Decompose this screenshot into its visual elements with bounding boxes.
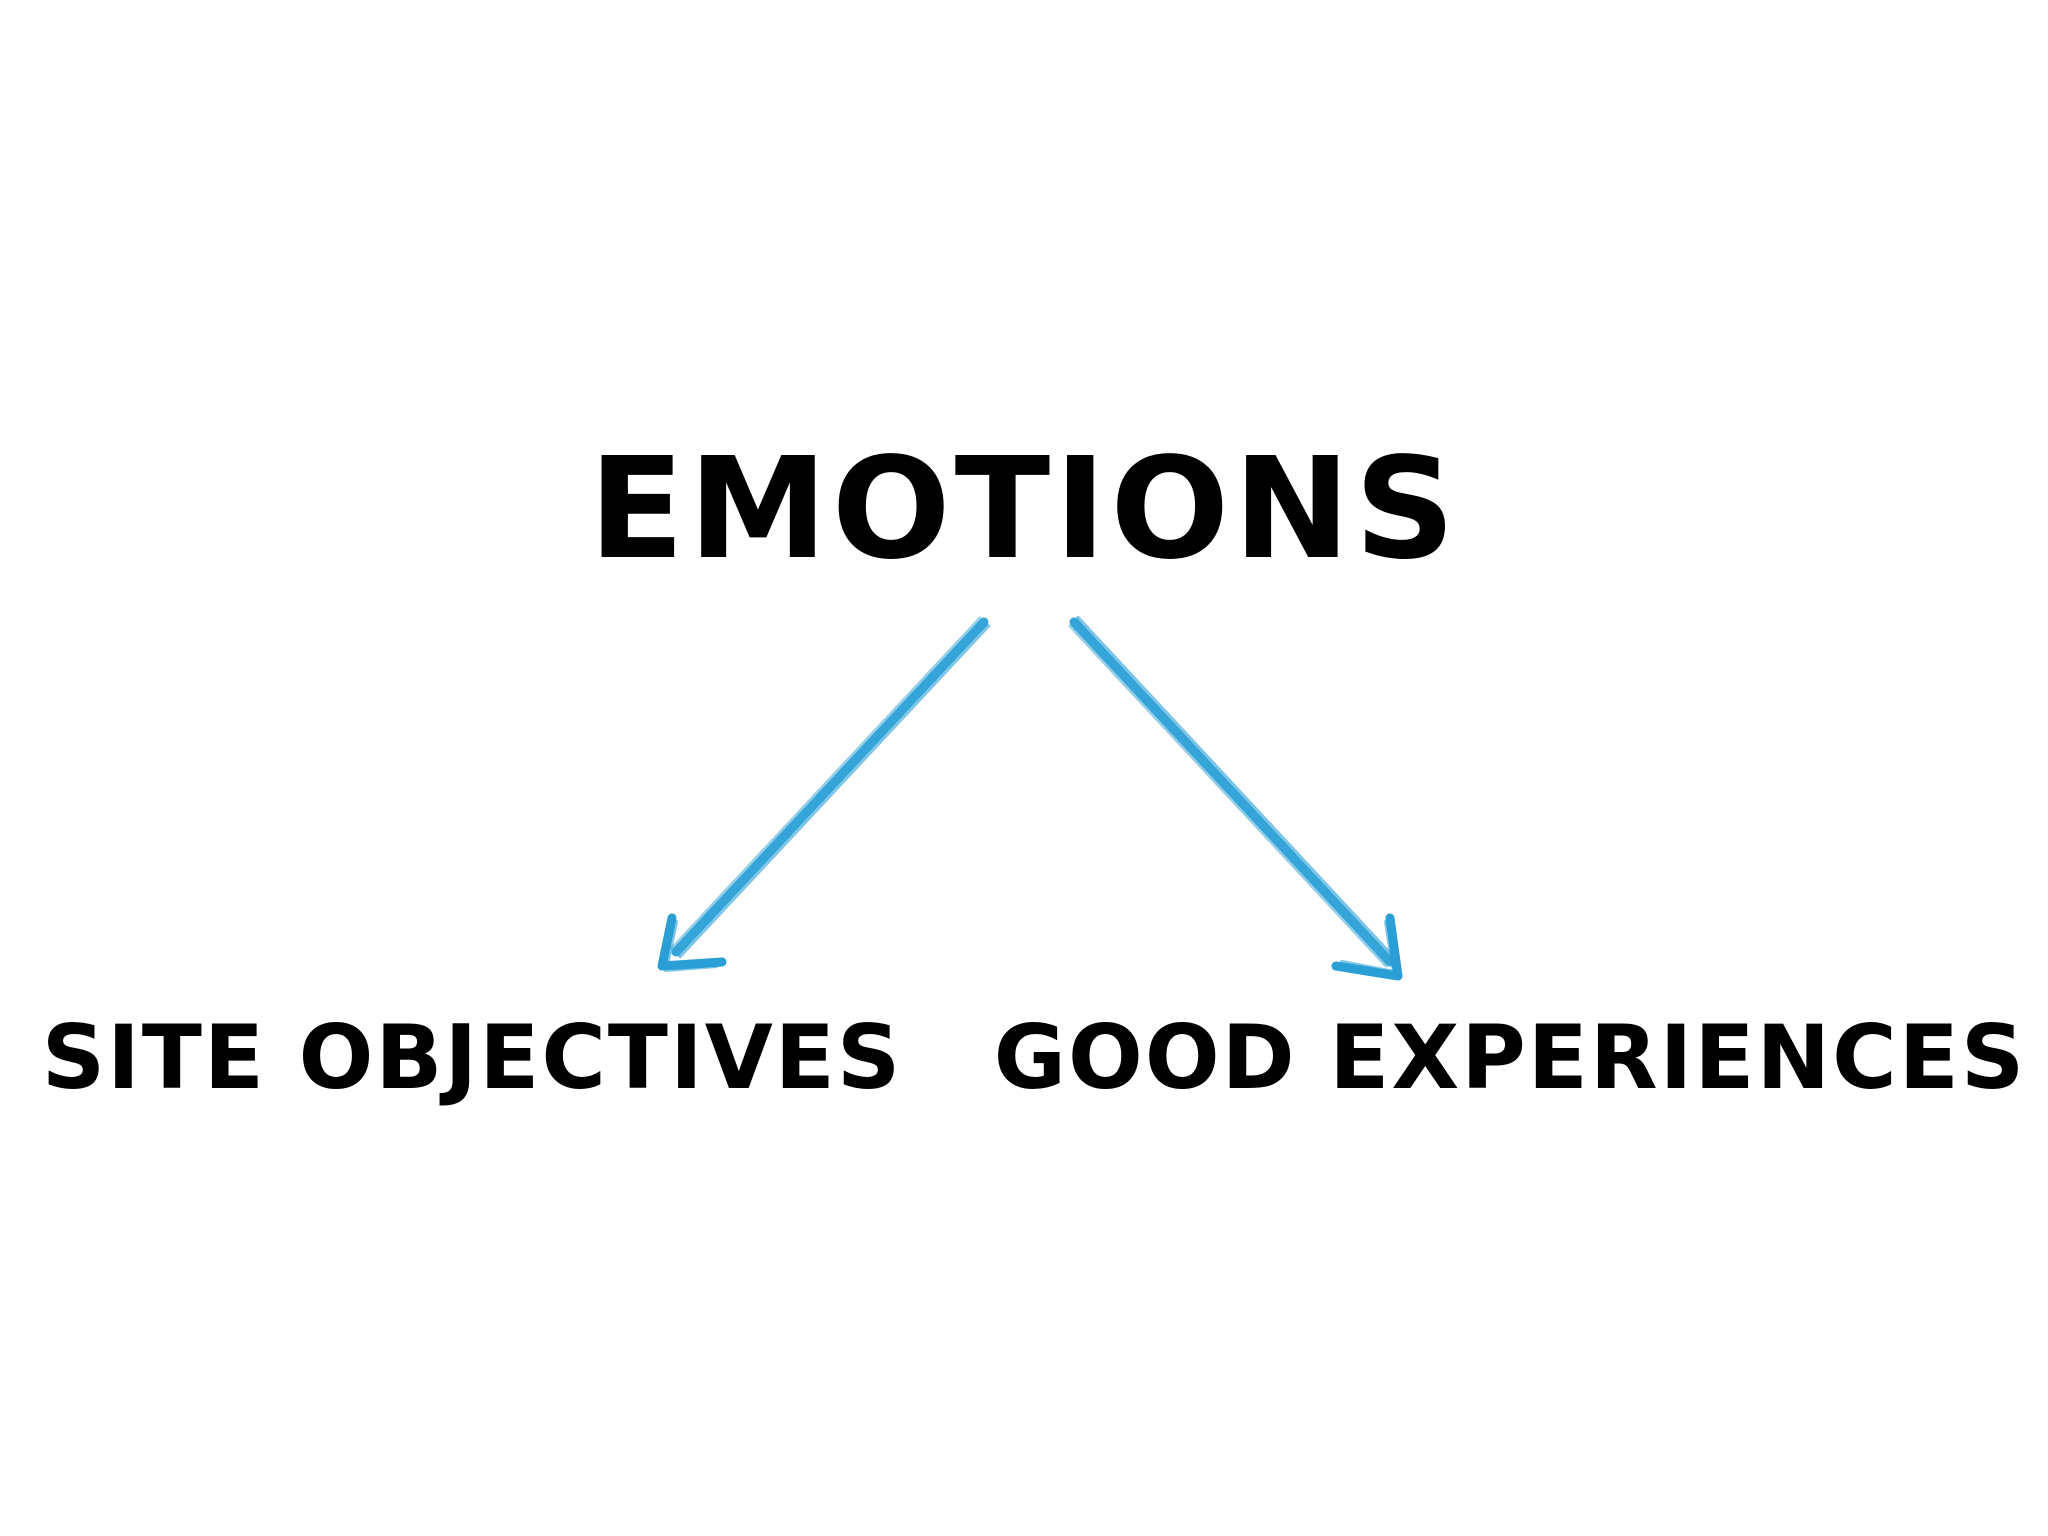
site-objectives-label: SITE OBJECTIVES: [41, 1006, 903, 1109]
emotions-label: EMOTIONS: [588, 428, 1460, 591]
good-experiences-label: GOOD EXPERIENCES: [993, 1006, 2027, 1109]
arrow-down-right-icon: [1068, 616, 1403, 981]
arrow-down-left-icon: [657, 616, 990, 972]
